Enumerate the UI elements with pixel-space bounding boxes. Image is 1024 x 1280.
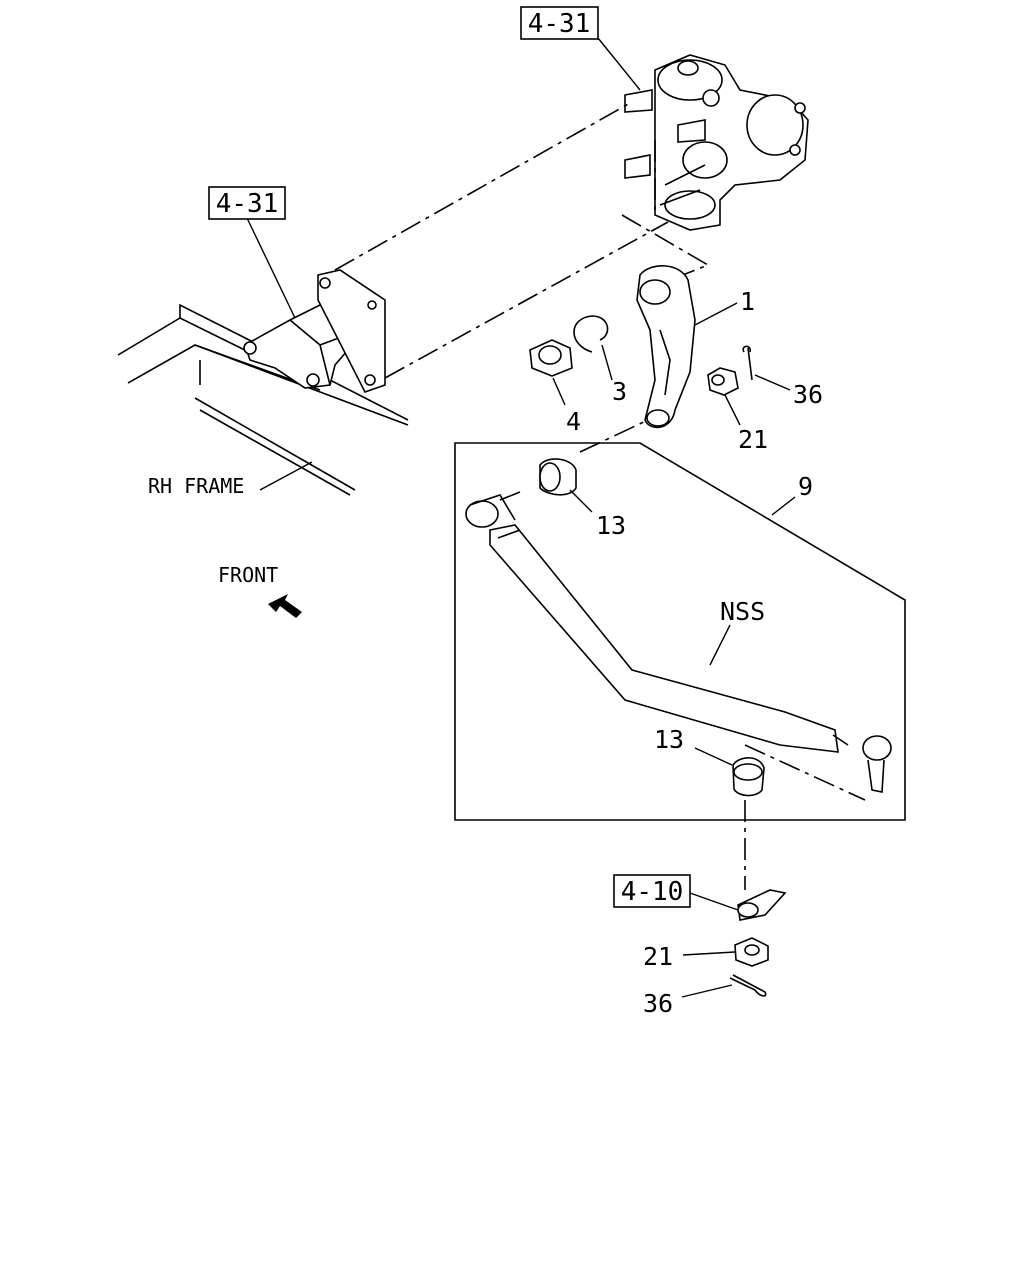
- dust-seal-13-lower: [732, 757, 765, 797]
- callout-13-lower: 13: [654, 725, 684, 754]
- front-label: FRONT: [218, 563, 278, 587]
- drag-link-box: [454, 442, 906, 821]
- ref-box-mid[interactable]: 4-31: [208, 186, 286, 220]
- rh-frame-rail: [117, 303, 409, 496]
- nut-21-upper: [707, 367, 739, 396]
- leader-lines: [246, 37, 796, 998]
- ref-label-mid: 4-31: [216, 189, 279, 219]
- callout-21-lower: 21: [643, 942, 673, 971]
- nut-4: [529, 339, 573, 377]
- callout-3: 3: [612, 377, 627, 406]
- callout-1: 1: [740, 287, 755, 316]
- drag-link-rod: [465, 491, 892, 793]
- knuckle-arm: [737, 889, 787, 921]
- callout-21-upper: 21: [738, 425, 768, 454]
- callout-9: 9: [798, 472, 813, 501]
- rh-frame-label: RH FRAME: [148, 474, 244, 498]
- ref-box-knuckle[interactable]: 4-10: [613, 874, 691, 908]
- ref-label-knuckle: 4-10: [621, 877, 684, 907]
- steering-gear-box: [624, 54, 809, 231]
- gear-mounting-bracket: [243, 269, 386, 393]
- dust-seal-13-upper: [539, 458, 577, 496]
- cotter-pin-36-upper: [742, 345, 753, 381]
- ref-box-top[interactable]: 4-31: [520, 6, 599, 40]
- pitman-arm: [636, 265, 696, 429]
- ref-label-top: 4-31: [528, 9, 591, 39]
- assembly-guide-lines: [334, 102, 866, 890]
- nut-21-lower: [734, 937, 769, 967]
- front-arrow-icon: [268, 594, 302, 618]
- lock-washer-3: [573, 315, 609, 353]
- cotter-pin-36-lower: [729, 974, 767, 997]
- nss-label: NSS: [720, 597, 765, 626]
- callout-4: 4: [566, 407, 581, 436]
- callout-13-upper: 13: [596, 511, 626, 540]
- callout-36-lower: 36: [643, 989, 673, 1018]
- callout-36-upper: 36: [793, 380, 823, 409]
